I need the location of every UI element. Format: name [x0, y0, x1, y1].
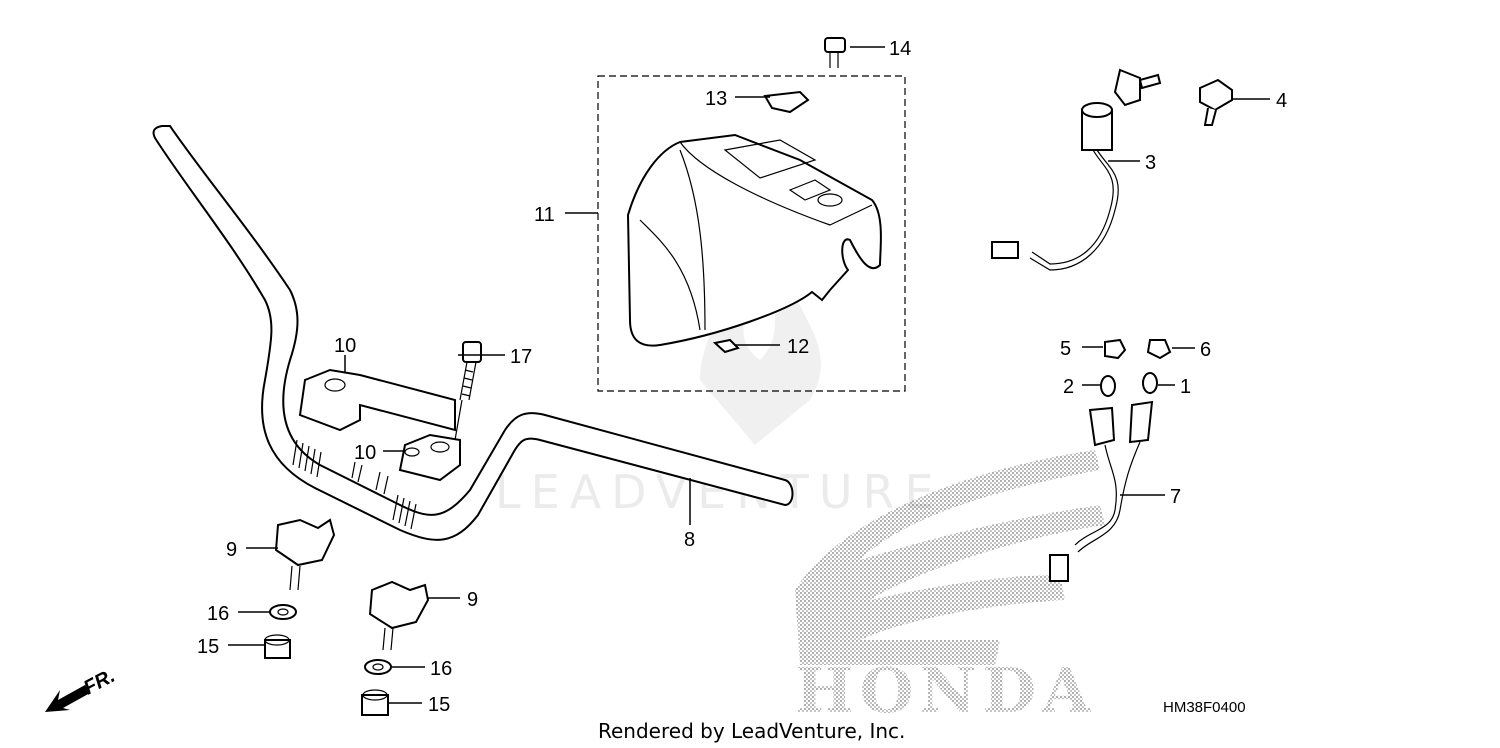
leader-lines — [228, 46, 1270, 704]
washer-1 — [1142, 372, 1158, 394]
nut-15-left — [264, 634, 291, 659]
washer-2 — [1100, 375, 1116, 397]
upper-holder-rear — [298, 368, 456, 432]
wire-harness-7 — [1049, 400, 1154, 582]
callout-15-left: 15 — [197, 636, 219, 658]
callout-14: 14 — [889, 38, 911, 60]
honda-wing-logo: HONDA — [795, 450, 1105, 727]
handlebar — [152, 125, 794, 541]
clip-13 — [763, 90, 810, 114]
cover-assembly-box — [597, 75, 906, 392]
washer-16-right — [364, 659, 392, 675]
callout-16-left: 16 — [207, 603, 229, 625]
callout-3: 3 — [1145, 152, 1156, 174]
nut-12 — [712, 338, 740, 354]
callout-17: 17 — [510, 346, 532, 368]
front-direction-arrow: FR. — [45, 665, 119, 712]
callout-13: 13 — [705, 88, 727, 110]
lower-holder-right — [368, 580, 430, 651]
callout-16-right: 16 — [430, 658, 452, 680]
callout-11: 11 — [534, 204, 555, 226]
callout-10-bottom: 10 — [354, 442, 376, 464]
diagram-code: HM38F0400 — [1163, 699, 1246, 716]
ignition-switch — [991, 68, 1162, 271]
callout-numbers: 14 13 11 12 3 4 5 6 2 1 7 8 10 10 17 9 9… — [197, 38, 1287, 716]
lower-holder-left — [274, 518, 336, 591]
washer-16-left — [269, 604, 297, 620]
callout-10-top: 10 — [334, 335, 356, 357]
callout-1: 1 — [1180, 376, 1191, 398]
callout-12: 12 — [787, 336, 809, 358]
footer-credit: Rendered by LeadVenture, Inc. — [598, 719, 905, 743]
nut-15-right — [361, 689, 389, 716]
callout-6: 6 — [1200, 339, 1211, 361]
callout-5: 5 — [1060, 338, 1071, 360]
callout-7: 7 — [1170, 486, 1181, 508]
upper-holder-front — [398, 433, 461, 482]
bolt-17 — [454, 341, 482, 441]
callout-2: 2 — [1063, 376, 1074, 398]
key-4 — [1199, 78, 1233, 126]
cap-6 — [1146, 339, 1172, 360]
honda-wordmark: HONDA — [795, 654, 1096, 727]
bolt-14 — [824, 37, 846, 68]
callout-9-left: 9 — [226, 539, 237, 561]
handlebar-cover — [626, 133, 882, 347]
callout-8: 8 — [684, 529, 695, 551]
callout-9-right: 9 — [467, 589, 478, 611]
cap-5 — [1104, 338, 1127, 360]
callout-4: 4 — [1276, 90, 1287, 112]
callout-15-right: 15 — [428, 694, 450, 716]
